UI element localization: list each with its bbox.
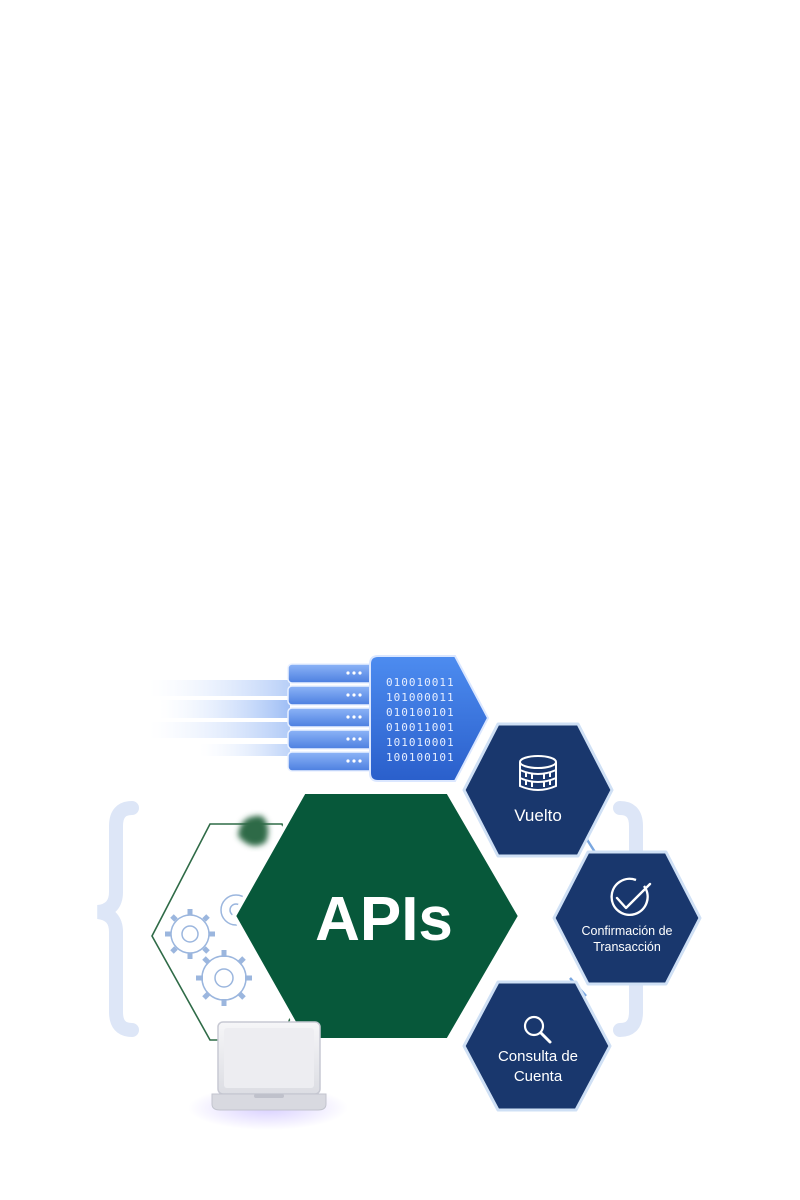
gear-icon	[165, 909, 215, 959]
check-badge-icon	[610, 877, 652, 916]
gear-icon	[196, 950, 252, 1006]
curly-brace-icon	[96, 801, 139, 1037]
service-label: Confirmación de	[581, 924, 672, 938]
laptop-icon	[188, 1021, 348, 1130]
center-hexagon	[232, 790, 522, 1042]
service-consulta: Consulta de Cuenta	[462, 980, 612, 1112]
coins-stack-icon	[519, 755, 557, 791]
center-label: APIs	[315, 885, 453, 954]
service-label: Consulta de	[498, 1048, 578, 1065]
binary-panel: 010010011 101000011 010100101 010011001 …	[369, 655, 490, 782]
binary-row: 010100101	[386, 706, 455, 719]
binary-row: 100100101	[386, 751, 455, 764]
binary-row: 010010011	[386, 676, 455, 689]
service-vuelto: Vuelto	[462, 722, 614, 858]
data-streaks	[150, 680, 290, 756]
service-confirmacion: Confirmación de Transacción	[552, 850, 702, 986]
binary-row: 010011001	[386, 721, 455, 734]
service-label: Cuenta	[514, 1068, 563, 1085]
server-rack-icon	[287, 663, 375, 772]
leaf-blob-icon	[238, 815, 269, 846]
service-label: Transacción	[593, 940, 661, 954]
binary-row: 101010001	[386, 736, 455, 749]
binary-row: 101000011	[386, 691, 455, 704]
magnifier-icon	[523, 1015, 552, 1044]
service-label: Vuelto	[514, 806, 562, 825]
